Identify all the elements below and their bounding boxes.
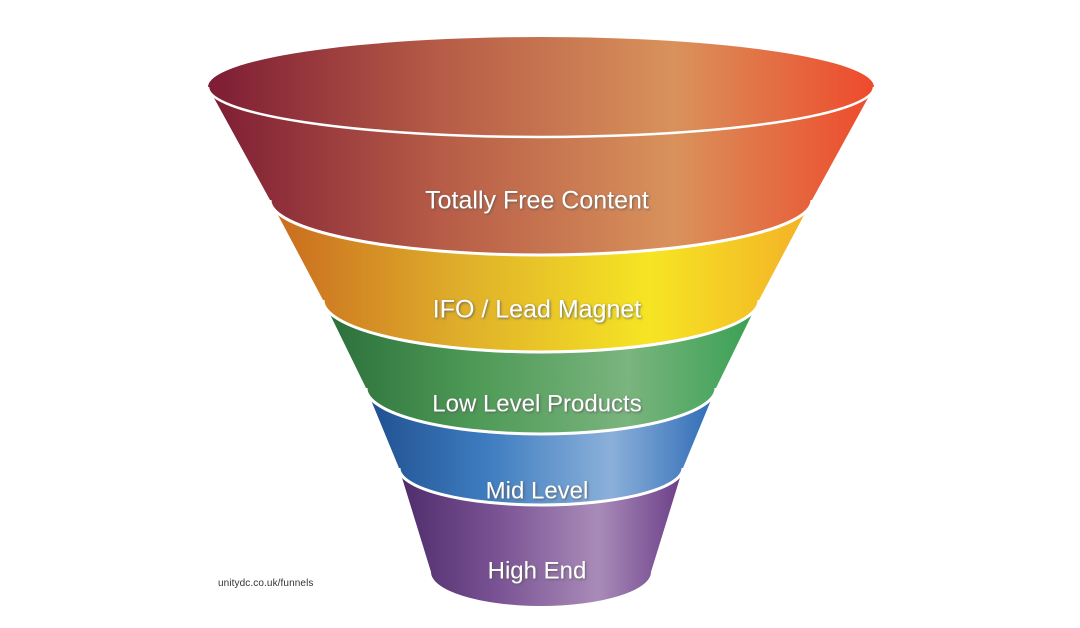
funnel-label-4: Mid Level: [486, 477, 589, 504]
funnel-band-4: [366, 388, 716, 505]
funnel-band-3: [323, 300, 759, 434]
funnel-separator-4: [397, 467, 685, 507]
funnel-label-5: High End: [488, 557, 587, 584]
funnel-band-5: [399, 468, 683, 606]
funnel-rim-lip: [206, 86, 876, 139]
source-credit: unitydc.co.uk/funnels: [218, 578, 314, 589]
funnel-top-rim: [208, 37, 874, 137]
funnel-separator-3: [364, 387, 718, 436]
funnel-band-1: [208, 87, 874, 255]
funnel-separator-1: [268, 199, 814, 257]
funnel-label-2: IFO / Lead Magnet: [433, 296, 642, 324]
funnel-label-3: Low Level Products: [432, 390, 641, 417]
funnel-band-2: [270, 200, 812, 352]
funnel-label-1: Totally Free Content: [425, 187, 649, 215]
funnel-separator-2: [321, 299, 761, 354]
